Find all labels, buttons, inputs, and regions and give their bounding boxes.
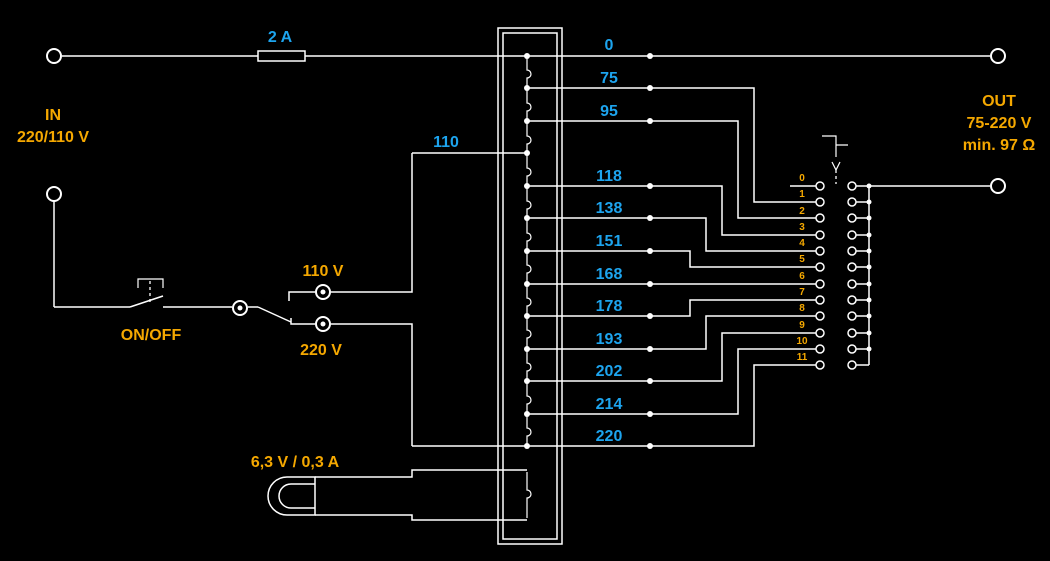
label-out-range: 75-220 V (967, 115, 1032, 132)
transformer-winding (526, 56, 532, 518)
position-label: 0 (799, 173, 805, 184)
label-in: IN (45, 107, 61, 124)
tap-label: 193 (596, 331, 623, 348)
label-out-min: min. 97 Ω (963, 137, 1036, 154)
position-label: 5 (799, 254, 805, 265)
label-primary-tap: 110 (433, 134, 459, 151)
tap-label: 168 (596, 266, 623, 283)
position-label: 9 (799, 320, 805, 331)
label-in-voltage: 220/110 V (17, 129, 89, 146)
tap-label: 178 (596, 298, 623, 315)
label-lamp: 6,3 V / 0,3 A (251, 454, 340, 471)
input-wiring (53, 153, 413, 446)
label-out: OUT (982, 93, 1016, 110)
label-switch: ON/OFF (121, 327, 182, 344)
position-label: 1 (799, 189, 805, 200)
fuse (257, 50, 306, 62)
tap-label: 202 (596, 363, 623, 380)
label-fuse: 2 A (268, 29, 293, 46)
rotary-selector (815, 135, 872, 370)
position-label: 10 (796, 336, 808, 347)
tap-label: 151 (596, 233, 623, 250)
position-label: 4 (799, 238, 805, 249)
label-sel-110: 110 V (303, 263, 344, 280)
label-sel-220: 220 V (300, 342, 342, 359)
position-label: 2 (799, 206, 805, 217)
junction-dots (524, 53, 653, 449)
tap-label: 220 (596, 428, 623, 445)
switch-actuator (137, 278, 164, 302)
terminal-centers (237, 289, 326, 327)
tap-label: 75 (600, 70, 618, 87)
tap-label: 95 (600, 103, 618, 120)
tap-label: 214 (596, 396, 623, 413)
position-label: 11 (797, 352, 808, 363)
pilot-lamp (267, 469, 527, 521)
transformer-frame (497, 27, 563, 545)
position-label: 3 (799, 222, 805, 233)
position-label: 7 (799, 287, 805, 298)
position-label: 6 (799, 271, 805, 282)
tap-label: 0 (605, 37, 614, 54)
position-label: 8 (799, 303, 805, 314)
terminals (46, 48, 1006, 332)
selector-routing (650, 87, 990, 447)
tap-label: 138 (596, 200, 623, 217)
tap-label: 118 (596, 168, 622, 185)
